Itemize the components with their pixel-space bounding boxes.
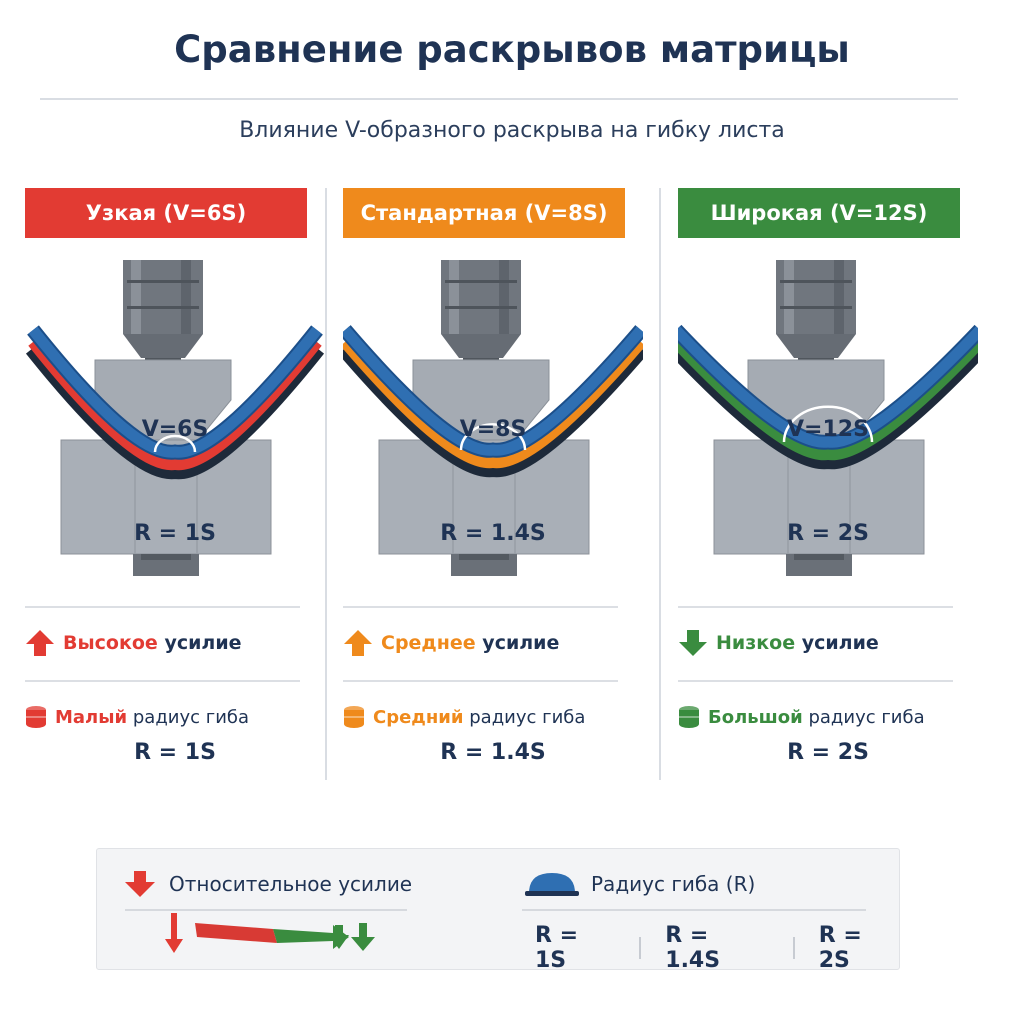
radius-suffix: радиус гиба [127, 706, 250, 728]
section-divider [678, 680, 953, 682]
title-divider [40, 98, 958, 100]
radius-suffix: радиус гиба [802, 706, 925, 728]
radius-word: Средний [373, 706, 464, 728]
radius-word: Большой [708, 706, 803, 728]
arrow-down-icon [125, 871, 155, 897]
radius-text: Средний радиус гиба [373, 707, 585, 728]
cylinder-icon [344, 706, 364, 728]
force-text: Высокое усилие [63, 632, 242, 654]
bend-radius-label: R = 2S [787, 521, 869, 546]
die-illustration: V=12S R = 2S [678, 260, 978, 576]
force-text: Среднее усилие [381, 632, 559, 654]
die-column-narrow: Узкая (V=6S) V=6S R = 1S [25, 188, 325, 788]
force-word: Высокое [63, 632, 158, 654]
legend-radius: Радиус гиба (R) [523, 869, 755, 899]
die-opening-label: V=8S [460, 417, 527, 442]
value-separator [792, 937, 795, 959]
section-divider [25, 606, 300, 608]
force-suffix: усилие [795, 632, 879, 654]
column-divider [659, 188, 661, 780]
column-divider [325, 188, 327, 780]
arrow-up-icon [344, 630, 372, 656]
radius-indicator: Малый радиус гиба [25, 703, 325, 731]
force-text: Низкое усилие [716, 632, 879, 654]
value-separator [639, 937, 642, 959]
cylinder-icon [679, 706, 699, 728]
section-divider [678, 606, 953, 608]
section-divider [343, 680, 618, 682]
legend-radius-label: Радиус гиба (R) [591, 872, 756, 896]
section-divider [343, 606, 618, 608]
column-header: Узкая (V=6S) [25, 188, 307, 238]
legend-force: Относительное усилие [123, 869, 412, 899]
force-trend-icon [165, 913, 375, 953]
arrow-down-icon [679, 630, 707, 656]
force-indicator: Среднее усилие [343, 628, 623, 658]
radius-indicator: Большой радиус гиба [678, 703, 978, 731]
radius-value: R = 1.4S [440, 740, 546, 765]
die-column-standard: Стандартная (V=8S) V=8S R = 1.4S [343, 188, 643, 788]
force-word: Среднее [381, 632, 476, 654]
legend-radius-values: R = 1S R = 1.4S R = 2S [535, 923, 899, 973]
radius-value: R = 1S [134, 740, 216, 765]
cylinder-icon [26, 706, 46, 728]
column-header: Стандартная (V=8S) [343, 188, 625, 238]
force-indicator: Высокое усилие [25, 628, 305, 658]
bend-radius-label: R = 1S [134, 521, 216, 546]
radius-word: Малый [55, 706, 128, 728]
legend-divider [125, 909, 407, 911]
page-title: Сравнение раскрывов матрицы [174, 28, 850, 71]
radius-dome-icon [525, 873, 579, 896]
radius-indicator: Средний радиус гиба [343, 703, 643, 731]
radius-text: Малый радиус гиба [55, 707, 249, 728]
section-divider [25, 680, 300, 682]
die-illustration: V=6S R = 1S [25, 260, 325, 576]
die-column-wide: Широкая (V=12S) V=12S R = 2S [678, 188, 978, 788]
die-opening-label: V=12S [787, 417, 869, 442]
column-header: Широкая (V=12S) [678, 188, 960, 238]
die-opening-label: V=6S [142, 417, 209, 442]
die-illustration: V=8S R = 1.4S [343, 260, 643, 576]
radius-text: Большой радиус гиба [708, 707, 925, 728]
legend-panel: Относительное усилие Радиус гиба (R) R =… [96, 848, 900, 973]
page-subtitle: Влияние V-образного раскрыва на гибку ли… [239, 118, 785, 143]
force-word: Низкое [716, 632, 796, 654]
radius-value-standard: R = 1.4S [665, 923, 721, 973]
force-suffix: усилие [157, 632, 242, 654]
arrow-up-icon [26, 630, 54, 656]
radius-suffix: радиус гиба [463, 706, 586, 728]
force-indicator: Низкое усилие [678, 628, 958, 658]
legend-force-label: Относительное усилие [169, 872, 413, 896]
legend-divider [522, 909, 866, 911]
force-suffix: усилие [475, 632, 560, 654]
radius-value-narrow: R = 1S [535, 923, 579, 973]
radius-value: R = 2S [787, 740, 869, 765]
radius-value-wide: R = 2S [818, 923, 862, 973]
bend-radius-label: R = 1.4S [440, 521, 546, 546]
